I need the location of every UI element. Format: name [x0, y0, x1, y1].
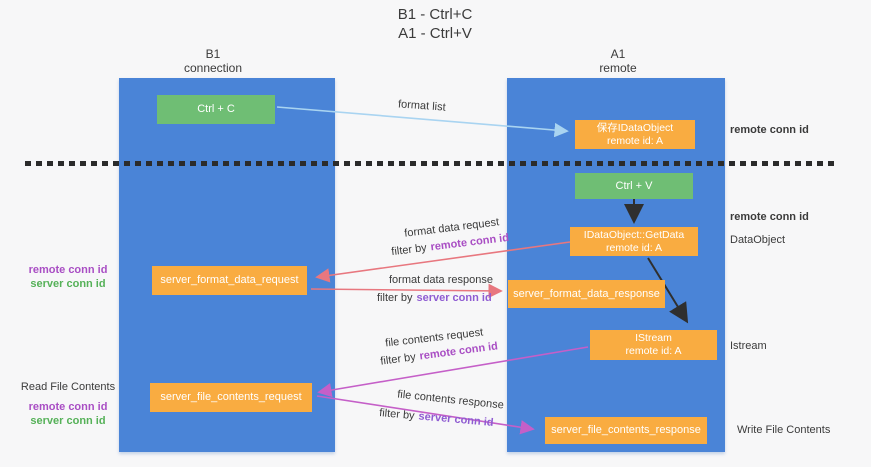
- node-server-file-contents-response: server_file_contents_response: [545, 417, 707, 444]
- format-response-label: server_format_data_response: [513, 287, 660, 300]
- title-line-2: A1 - Ctrl+V: [398, 25, 472, 42]
- lane-a1-subtitle: remote: [599, 61, 637, 75]
- remote-conn-id-label: remote conn id: [28, 264, 108, 276]
- istream-side-label: Istream: [730, 340, 767, 352]
- node-ctrl-c: Ctrl + C: [157, 95, 275, 124]
- filter-by-text: filter by: [378, 407, 416, 423]
- getdata-line1: IDataObject::GetData: [583, 228, 685, 241]
- write-file-contents-label: Write File Contents: [737, 424, 831, 436]
- title-line-1: B1 - Ctrl+C: [397, 6, 473, 23]
- filter-by-text: filter by: [377, 292, 413, 304]
- lane-header-a1: A1 remote: [558, 47, 678, 75]
- ctrl-v-label: Ctrl + V: [615, 179, 653, 192]
- save-idataobject-line2: remote id: A: [606, 134, 664, 147]
- lane-header-b1: B1 connection: [153, 47, 273, 75]
- label-file-contents-response: file contents response: [396, 388, 505, 412]
- right-remote-conn-id-2: remote conn id: [730, 211, 809, 223]
- format-data-response-arrow: [310, 283, 503, 299]
- left-conn-ids-format: remote conn id server conn id: [18, 263, 118, 291]
- remote-conn-id-label: remote conn id: [28, 401, 108, 413]
- node-server-format-data-response: server_format_data_response: [508, 280, 665, 308]
- read-file-contents-label: Read File Contents: [20, 381, 116, 393]
- istream-line1: IStream: [635, 332, 672, 344]
- istream-line2: remote id: A: [625, 345, 682, 357]
- getdata-line2: remote id: A: [605, 241, 663, 254]
- save-idataobject-line1: 保存IDataObject: [596, 121, 674, 134]
- right-remote-conn-id-1: remote conn id: [730, 124, 809, 136]
- ctrl-c-label: Ctrl + C: [197, 103, 235, 115]
- label-format-data-response: format data response: [389, 274, 493, 286]
- label-format-list: format list: [397, 98, 447, 114]
- file-response-label: server_file_contents_response: [551, 424, 701, 436]
- file-request-label: server_file_contents_request: [160, 391, 302, 403]
- node-server-format-data-request: server_format_data_request: [152, 266, 307, 295]
- format-request-label: server_format_data_request: [160, 274, 299, 286]
- node-idataobject-getdata: IDataObject::GetData remote id: A: [570, 227, 698, 256]
- lane-a1-name: A1: [610, 47, 626, 61]
- lane-b1-name: B1: [205, 47, 221, 61]
- node-ctrl-v: Ctrl + V: [575, 173, 693, 199]
- left-conn-ids-file: remote conn id server conn id: [18, 400, 118, 428]
- server-conn-id-label: server conn id: [30, 415, 106, 427]
- dataobject-label: DataObject: [730, 234, 786, 246]
- server-conn-id-text: server conn id: [416, 292, 492, 304]
- server-conn-id-text: server conn id: [418, 410, 494, 429]
- server-conn-id-label: server conn id: [30, 278, 106, 290]
- filter-by-text: filter by: [379, 351, 417, 368]
- node-save-idataobject: 保存IDataObject remote id: A: [575, 120, 695, 149]
- dashed-divider: [25, 161, 837, 166]
- node-server-file-contents-request: server_file_contents_request: [150, 383, 312, 412]
- node-istream: IStream remote id: A: [590, 330, 717, 360]
- filter-by-text: filter by: [390, 241, 428, 259]
- lane-b1-subtitle: connection: [183, 61, 243, 75]
- diagram-title: B1 - Ctrl+C A1 - Ctrl+V: [330, 5, 540, 43]
